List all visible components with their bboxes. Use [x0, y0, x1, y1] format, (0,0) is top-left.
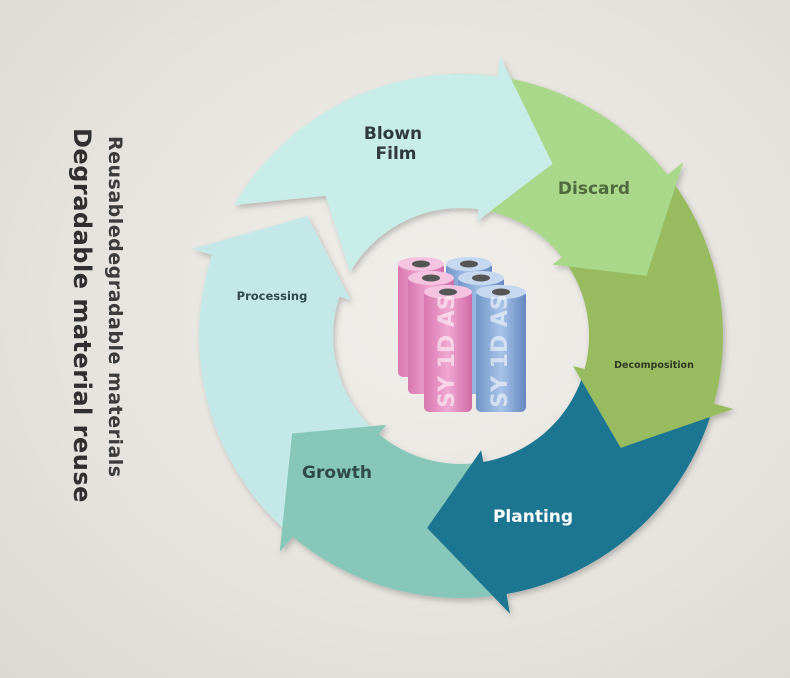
- side-title-reusable: Reusabledegradable materials: [104, 136, 126, 478]
- product-roll-text: SY 1D AS: [488, 294, 513, 408]
- stage-blown-film-segment: [234, 56, 553, 273]
- stage-planting-segment: [427, 369, 715, 614]
- stage-blown-film-label: Blown Film: [364, 124, 428, 164]
- product-roll: SY 1D AS: [476, 285, 526, 412]
- stage-discard-label: Discard: [558, 179, 630, 199]
- stage-processing-label: Processing: [237, 289, 308, 303]
- side-title-degradable: Degradable material reuse: [68, 128, 96, 503]
- product-rolls-image: SY 1D AS SY 1D AS: [398, 257, 526, 412]
- product-roll-text: SY 1D AS: [435, 294, 460, 408]
- product-roll: SY 1D AS: [424, 285, 472, 412]
- stage-decomposition-label: Decomposition: [614, 360, 694, 371]
- stage-growth-label: Growth: [302, 463, 372, 483]
- stage-decomposition-segment: [559, 167, 734, 448]
- stage-processing-segment: [192, 215, 379, 537]
- stage-planting-label: Planting: [493, 507, 573, 527]
